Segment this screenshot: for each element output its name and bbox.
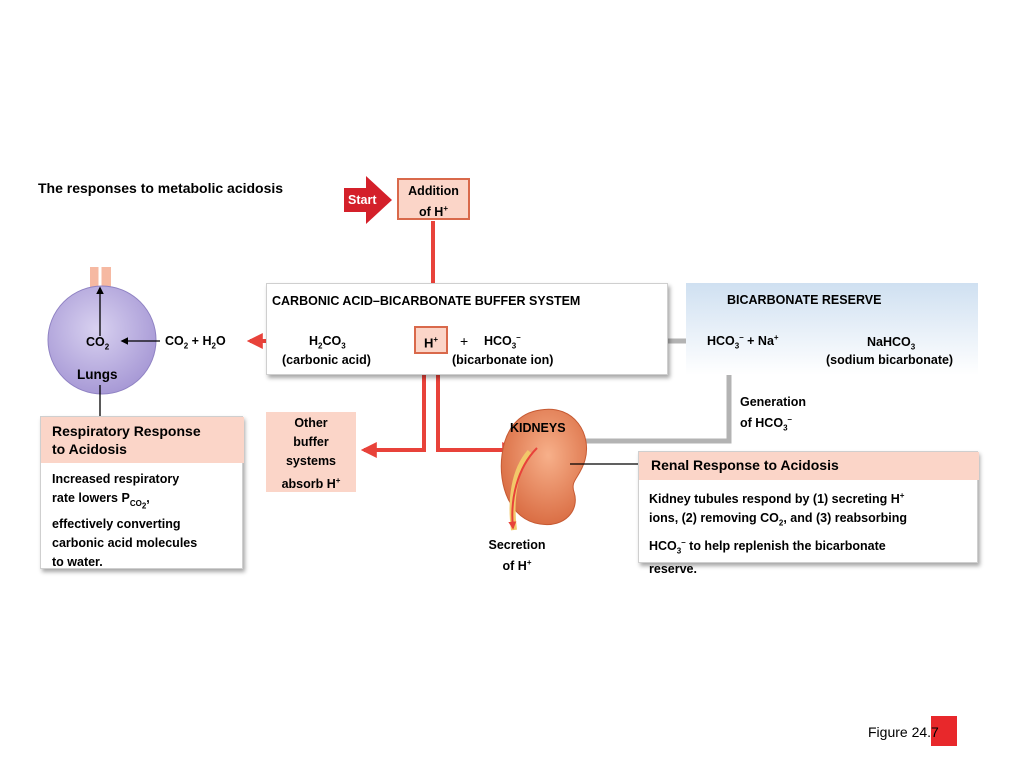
kidneys-label: KIDNEYS: [510, 421, 566, 435]
h2co3-formula: H2CO3: [309, 334, 346, 351]
renal-response-heading: Renal Response to Acidosis: [639, 452, 979, 480]
other-buffer-systems-box: Other buffer systems absorb H+: [266, 412, 356, 492]
h-plus-box: H+: [414, 326, 448, 354]
addition-line2: of H+: [419, 204, 448, 220]
start-arrow: [344, 176, 392, 224]
generation-of-hco3-label: Generation of HCO3–: [740, 395, 806, 433]
addition-of-h-box: Addition of H+: [397, 178, 470, 220]
renal-response-panel: Renal Response to Acidosis Kidney tubule…: [638, 451, 979, 576]
bicarbonate-ion-label: (bicarbonate ion): [452, 353, 554, 367]
arrow-h-to-kidneys: [436, 356, 519, 458]
secretion-arrow: [508, 447, 538, 530]
carbonic-acid-label: (carbonic acid): [282, 353, 371, 367]
lungs-co2-label: CO2: [86, 335, 110, 352]
renal-response-text: Kidney tubules respond by (1) secreting …: [649, 491, 907, 577]
other-buffer-l1: Other: [294, 416, 328, 430]
other-buffer-l2: buffer: [293, 435, 329, 449]
respiratory-response-heading: Respiratory Response to Acidosis: [41, 417, 244, 463]
kidney-shape: [500, 408, 587, 526]
hco3-na-formula: HCO3– + Na+: [707, 333, 779, 351]
bicarbonate-reserve-panel: BICARBONATE RESERVE: [686, 283, 978, 375]
diagram-title: The responses to metabolic acidosis: [38, 180, 284, 196]
arrow-kidneys-to-reserve: [578, 355, 739, 444]
lungs-sphere: [47, 285, 157, 395]
plus-sign: +: [460, 333, 469, 349]
buffer-system-panel: CARBONIC ACID–BICARBONATE BUFFER SYSTEM: [266, 283, 668, 375]
sodium-bicarbonate-label: (sodium bicarbonate): [826, 353, 954, 367]
figure-label: Figure 24.7: [868, 724, 939, 740]
secretion-of-h-label: Secretion of H+: [488, 538, 546, 574]
hco3-ion-formula: HCO3–: [484, 333, 521, 351]
co2-h2o-formula: CO2 + H2O: [165, 334, 226, 351]
bicarbonate-reserve-title: BICARBONATE RESERVE: [727, 293, 882, 307]
other-buffer-l3: systems: [285, 454, 337, 468]
respiratory-response-text: Increased respiratory rate lowers PCO2, …: [52, 472, 198, 570]
arrow-h-to-other-buffer: [360, 356, 426, 458]
nahco3-formula: NaHCO3: [867, 335, 916, 352]
start-label: Start: [348, 193, 377, 207]
other-buffer-l4: absorb H+: [281, 476, 341, 492]
lungs-label: Lungs: [77, 367, 118, 382]
buffer-system-title: CARBONIC ACID–BICARBONATE BUFFER SYSTEM: [272, 294, 581, 308]
addition-line1: Addition: [408, 184, 459, 198]
figure-red-marker: [931, 716, 957, 746]
respiratory-response-panel: Respiratory Response to Acidosis Increas…: [40, 416, 244, 570]
